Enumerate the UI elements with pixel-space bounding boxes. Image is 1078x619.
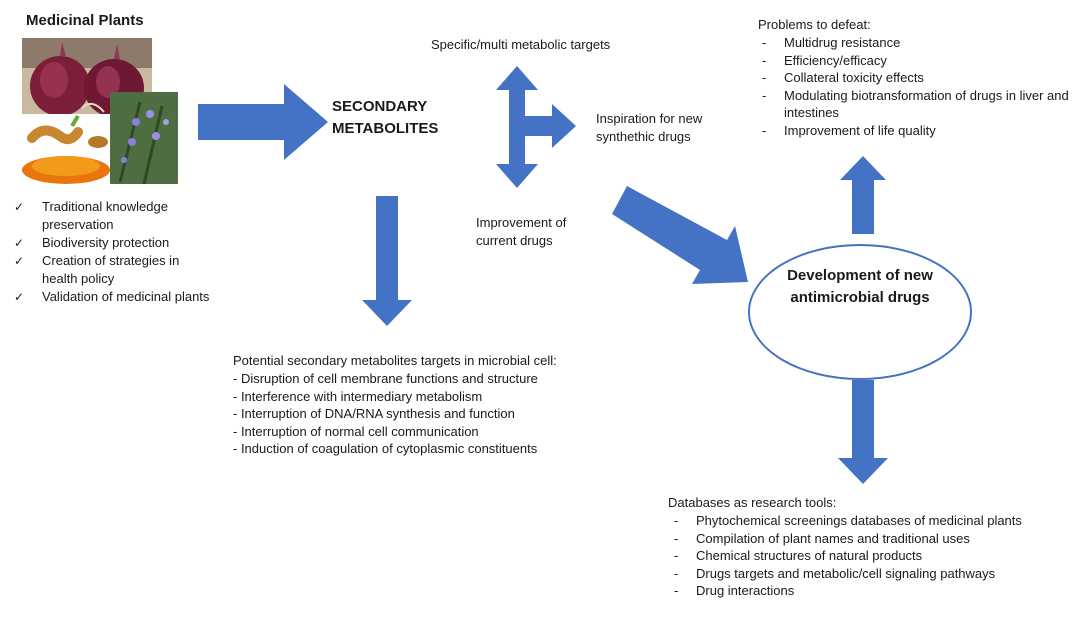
down-arrow-targets	[362, 196, 412, 326]
specific-targets-label: Specific/multi metabolic targets	[431, 37, 611, 52]
target-item: - Interruption of DNA/RNA synthesis and …	[233, 406, 515, 421]
development-ellipse	[748, 244, 972, 380]
development-label: Development of new antimicrobial drugs	[787, 267, 933, 306]
databases-list: Phytochemical screenings databases of me…	[668, 512, 1068, 600]
checklist-item: ✓Validation of medicinal plants	[14, 289, 210, 304]
problem-item: Improvement of life quality	[756, 122, 1072, 140]
rosemary-image	[110, 92, 178, 184]
up-arrow-problems	[840, 156, 886, 234]
rosemary-photo	[110, 92, 178, 184]
target-item: - Interruption of normal cell communicat…	[233, 423, 479, 439]
right-arrow	[198, 84, 328, 160]
problem-item: Collateral toxicity effects	[756, 69, 1072, 87]
problems-heading: Problems to defeat:	[758, 17, 871, 32]
target-item: - Induction of coagulation of cytoplasmi…	[233, 441, 538, 456]
checklist-item: ✓Traditional knowledge preservation	[14, 199, 168, 232]
secondary-metabolites-title: SECONDARY METABOLITES	[332, 98, 439, 137]
problem-item: Modulating biotransformation of drugs in…	[756, 87, 1072, 122]
branch-right-arrow	[525, 104, 576, 148]
target-item: - Disruption of cell membrane functions …	[233, 371, 538, 386]
databases-heading: Databases as research tools:	[668, 495, 837, 510]
down-arrow-databases	[838, 380, 888, 484]
database-item: Chemical structures of natural products	[668, 547, 1068, 565]
check-icon: ✓	[14, 236, 25, 250]
database-item: Phytochemical screenings databases of me…	[668, 512, 1036, 530]
problem-item: Multidrug resistance	[756, 34, 1072, 52]
targets-list: - Disruption of cell membrane functions …	[233, 370, 653, 458]
diagonal-arrow	[612, 186, 748, 284]
checklist-item: ✓Creation of strategies in health policy	[14, 253, 180, 286]
improvement-label: Improvement of current drugs	[476, 215, 567, 248]
check-icon: ✓	[14, 254, 25, 268]
turmeric-photo	[14, 114, 114, 186]
plants-checklist: ✓Traditional knowledge preservation ✓Bio…	[14, 198, 214, 306]
checklist-item: ✓Biodiversity protection	[14, 235, 170, 250]
target-item: - Interference with intermediary metabol…	[233, 388, 483, 404]
inspiration-label: Inspiration for new synthethic drugs	[596, 111, 703, 144]
problem-item: Efficiency/efficacy	[756, 52, 1072, 70]
targets-heading: Potential secondary metabolites targets …	[233, 353, 557, 368]
double-arrow-vertical	[496, 66, 538, 188]
problems-list: Multidrug resistance Efficiency/efficacy…	[756, 34, 1072, 139]
check-icon: ✓	[14, 290, 25, 304]
database-item: Drugs targets and metabolic/cell signali…	[668, 565, 1068, 583]
database-item: Drug interactions	[668, 582, 1068, 600]
turmeric-image	[14, 114, 114, 186]
medicinal-plants-title: Medicinal Plants	[26, 12, 144, 29]
database-item: Compilation of plant names and tradition…	[668, 530, 1068, 548]
check-icon: ✓	[14, 200, 25, 214]
